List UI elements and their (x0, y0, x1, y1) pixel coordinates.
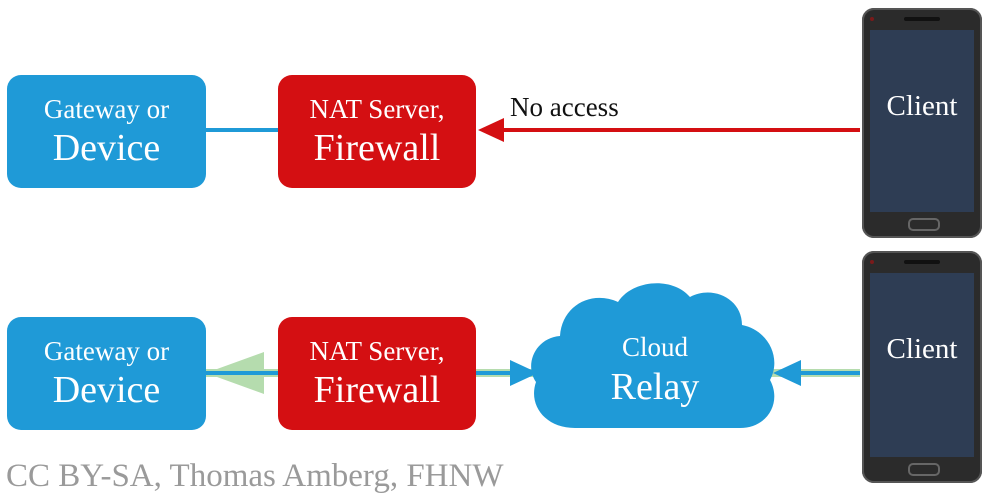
relay-arrow-nat-cloud-head (510, 360, 538, 386)
license-credit: CC BY-SA, Thomas Amberg, FHNW (6, 458, 504, 494)
phone-camera (870, 17, 874, 21)
client-label-bottom: Client (886, 333, 958, 365)
phone-camera (870, 260, 874, 264)
phone-screen: Client (870, 273, 974, 457)
nat-label-line1: NAT Server, (309, 93, 445, 124)
phone-home-button (908, 218, 940, 231)
nat-firewall-box-bottom: NAT Server, Firewall (278, 317, 476, 430)
smartphone-icon: Client (862, 8, 982, 238)
gateway-label-line1: Gateway or (43, 335, 170, 366)
no-access-arrowhead (478, 118, 504, 142)
phone-speaker (904, 17, 940, 21)
phone-speaker (904, 260, 940, 264)
cloud-label-line1: Cloud (621, 332, 688, 362)
nat-label-line2: Firewall (313, 126, 441, 169)
gateway-label-line2: Device (52, 126, 161, 169)
cloud-label-line2: Relay (610, 366, 700, 408)
relay-arrow-client-cloud-head (773, 360, 801, 386)
smartphone-icon: Client (862, 251, 982, 483)
cloud-relay-label: Cloud Relay (570, 330, 740, 410)
gateway-label-line1: Gateway or (43, 93, 170, 124)
gateway-device-box-bottom: Gateway or Device (7, 317, 206, 430)
no-access-label: No access (510, 92, 619, 122)
gateway-label-line2: Device (52, 368, 161, 411)
nat-firewall-box-top: NAT Server, Firewall (278, 75, 476, 188)
nat-label-line1: NAT Server, (309, 335, 445, 366)
cloud-icon (531, 283, 775, 428)
phone-home-button (908, 463, 940, 476)
gateway-device-box-top: Gateway or Device (7, 75, 206, 188)
client-label-top: Client (886, 90, 958, 122)
phone-screen: Client (870, 30, 974, 212)
nat-label-line2: Firewall (313, 368, 441, 411)
